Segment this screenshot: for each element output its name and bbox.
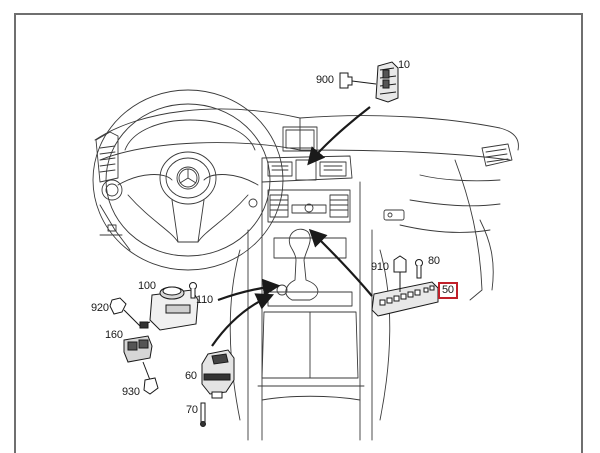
part-10-switch-unit <box>375 61 399 103</box>
part-100-control-unit <box>149 286 199 331</box>
part-900-connector <box>339 72 377 89</box>
callout-110[interactable]: 110 <box>196 294 213 306</box>
callout-100[interactable]: 100 <box>138 280 156 292</box>
dashboard-outline <box>94 108 519 301</box>
part-910-connector <box>393 255 407 292</box>
instrument-cluster <box>99 179 258 251</box>
right-air-vent <box>481 143 513 167</box>
callout-920[interactable]: 920 <box>91 302 109 314</box>
part-160-switch <box>123 335 153 363</box>
radio-control-unit <box>267 189 351 223</box>
part-80-screw <box>415 259 423 279</box>
seat-outlines <box>229 249 391 421</box>
part-50-switch-panel <box>371 281 439 317</box>
callout-900[interactable]: 900 <box>316 74 334 86</box>
part-930-connector <box>142 361 159 395</box>
callout-60[interactable]: 60 <box>185 370 197 382</box>
left-air-vent <box>95 131 119 183</box>
center-air-vents <box>261 155 353 183</box>
leader-arrow-50 <box>308 228 373 297</box>
part-920-connector <box>109 297 151 329</box>
steering-wheel <box>92 89 284 271</box>
callout-50-highlighted[interactable]: 50 <box>438 282 458 299</box>
callout-80[interactable]: 80 <box>428 255 440 267</box>
callout-910[interactable]: 910 <box>371 261 389 273</box>
diagram-frame <box>14 13 583 453</box>
part-110-screw <box>189 282 197 299</box>
callout-160[interactable]: 160 <box>105 329 123 341</box>
center-console <box>247 181 373 441</box>
callout-70[interactable]: 70 <box>186 404 198 416</box>
leader-arrow-110 <box>217 278 281 302</box>
callout-930[interactable]: 930 <box>122 386 140 398</box>
callout-10[interactable]: 10 <box>398 59 410 71</box>
star-emblem-icon <box>176 166 200 190</box>
leader-arrow-60 <box>211 293 275 347</box>
center-display <box>282 126 318 152</box>
leader-arrow-10 <box>307 106 371 166</box>
part-70-screw <box>200 402 206 427</box>
part-60-gear-selector <box>201 349 235 399</box>
glovebox-handle <box>383 209 405 221</box>
